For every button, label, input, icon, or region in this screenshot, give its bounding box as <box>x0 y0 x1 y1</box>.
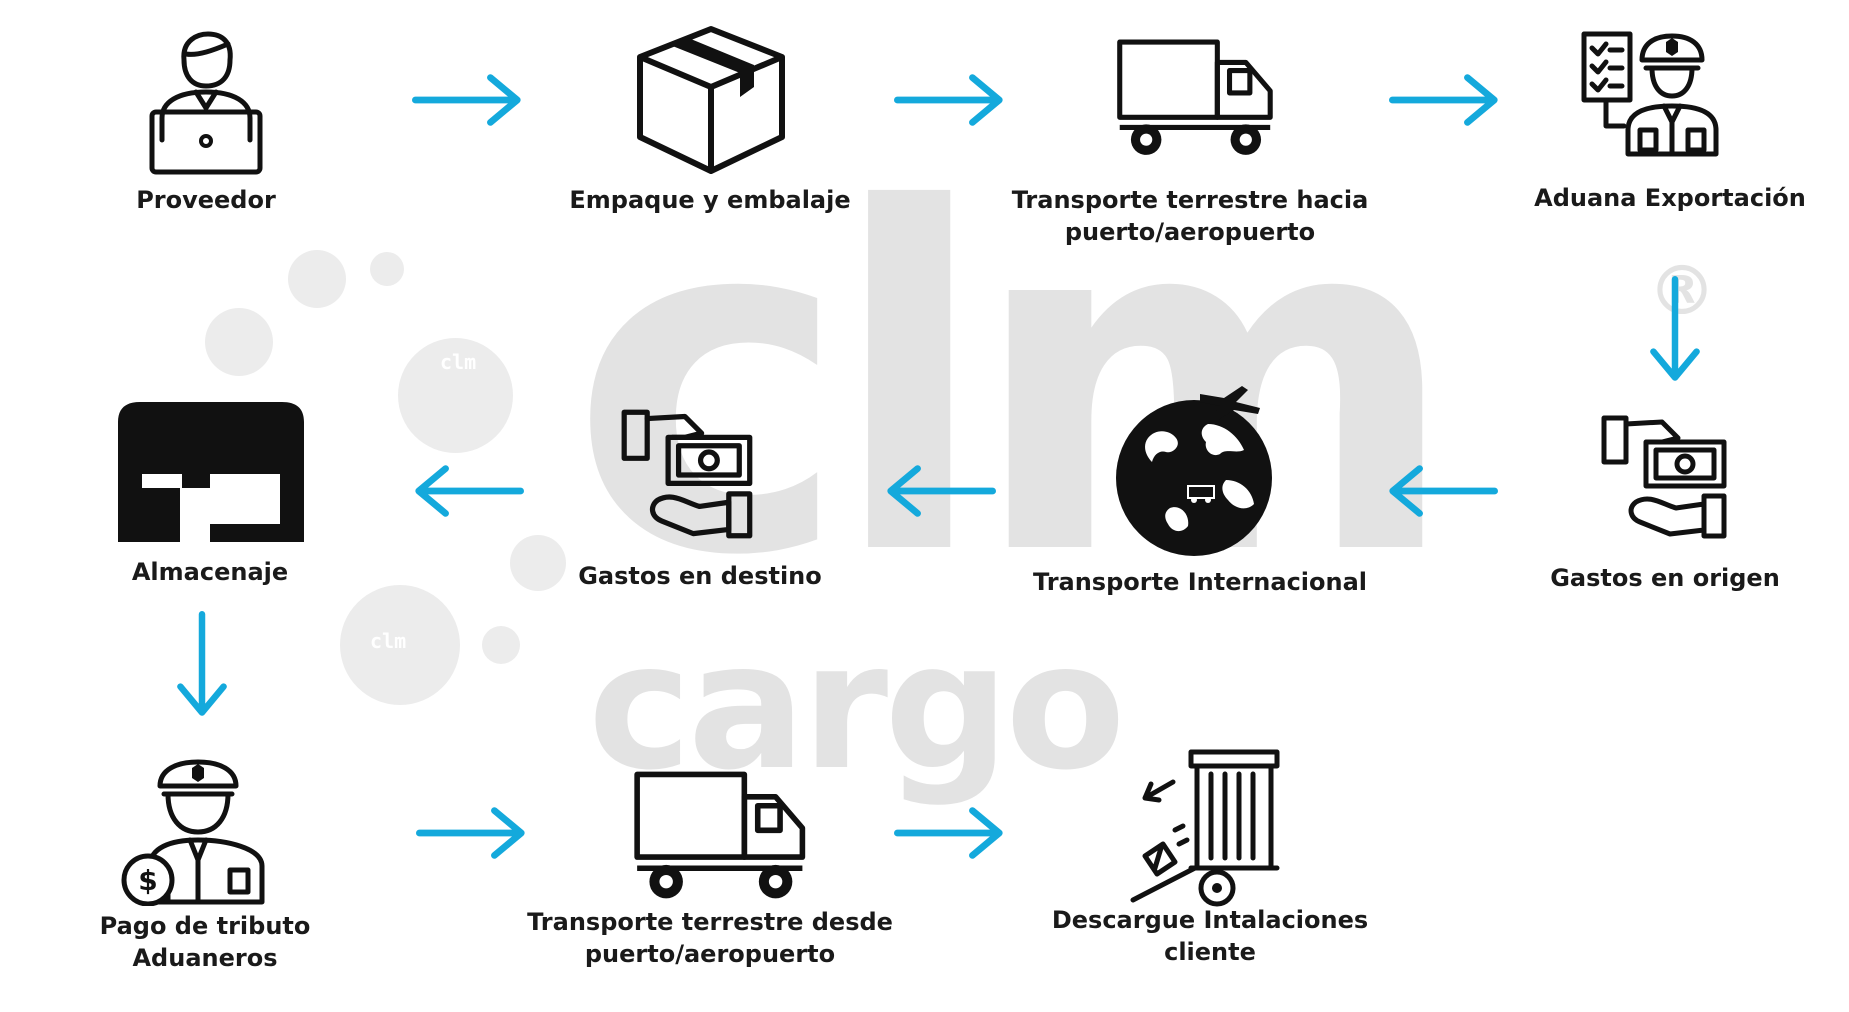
arrow-right <box>1385 72 1505 128</box>
watermark-dot <box>370 252 404 286</box>
user-laptop-icon <box>149 31 263 175</box>
arrow-right <box>890 72 1010 128</box>
arrow-right <box>408 72 528 128</box>
warehouse-icon <box>118 402 304 542</box>
customs-officer-icon <box>1581 31 1719 157</box>
arrow-right <box>412 805 532 861</box>
step-label-proveedor: Proveedor <box>136 186 276 214</box>
step-label-empaque: Empaque y embalaje <box>569 186 851 214</box>
officer-dollar-icon: $ <box>121 759 265 906</box>
watermark-dot <box>510 535 566 591</box>
step-label-gastos-origen: Gastos en origen <box>1550 564 1780 592</box>
arrow-down <box>175 605 229 725</box>
svg-text:$: $ <box>138 864 157 897</box>
arrow-down <box>1648 270 1702 390</box>
watermark-registered: ® <box>1648 252 1716 331</box>
watermark-badge-label: clm <box>440 350 477 374</box>
step-label-aduana: Aduana Exportación <box>1534 184 1806 212</box>
globe-plane-icon <box>1116 386 1272 556</box>
step-label-gastos-destino: Gastos en destino <box>578 562 822 590</box>
watermark-dot: clm <box>398 338 513 453</box>
arrow-left <box>1382 463 1502 519</box>
payment-hands-icon <box>1600 412 1730 542</box>
truck-icon <box>628 770 816 904</box>
arrow-right <box>890 805 1010 861</box>
step-label-internacional: Transporte Internacional <box>1032 568 1368 596</box>
arrow-left <box>408 463 528 519</box>
watermark-dot: clm <box>340 585 460 705</box>
watermark-dot <box>288 250 346 308</box>
unloading-container-icon <box>1130 749 1280 907</box>
truck-icon <box>1115 38 1279 160</box>
arrow-left <box>880 463 1000 519</box>
watermark-sub: cargo <box>588 606 1126 809</box>
package-box-icon <box>637 26 785 174</box>
step-label-almacenaje: Almacenaje <box>131 558 289 586</box>
watermark-brand: clm <box>570 111 1459 658</box>
watermark-dot <box>205 308 273 376</box>
payment-hands-icon <box>620 406 756 542</box>
watermark-dot <box>482 626 520 664</box>
watermark-badge-label: clm <box>370 629 407 653</box>
